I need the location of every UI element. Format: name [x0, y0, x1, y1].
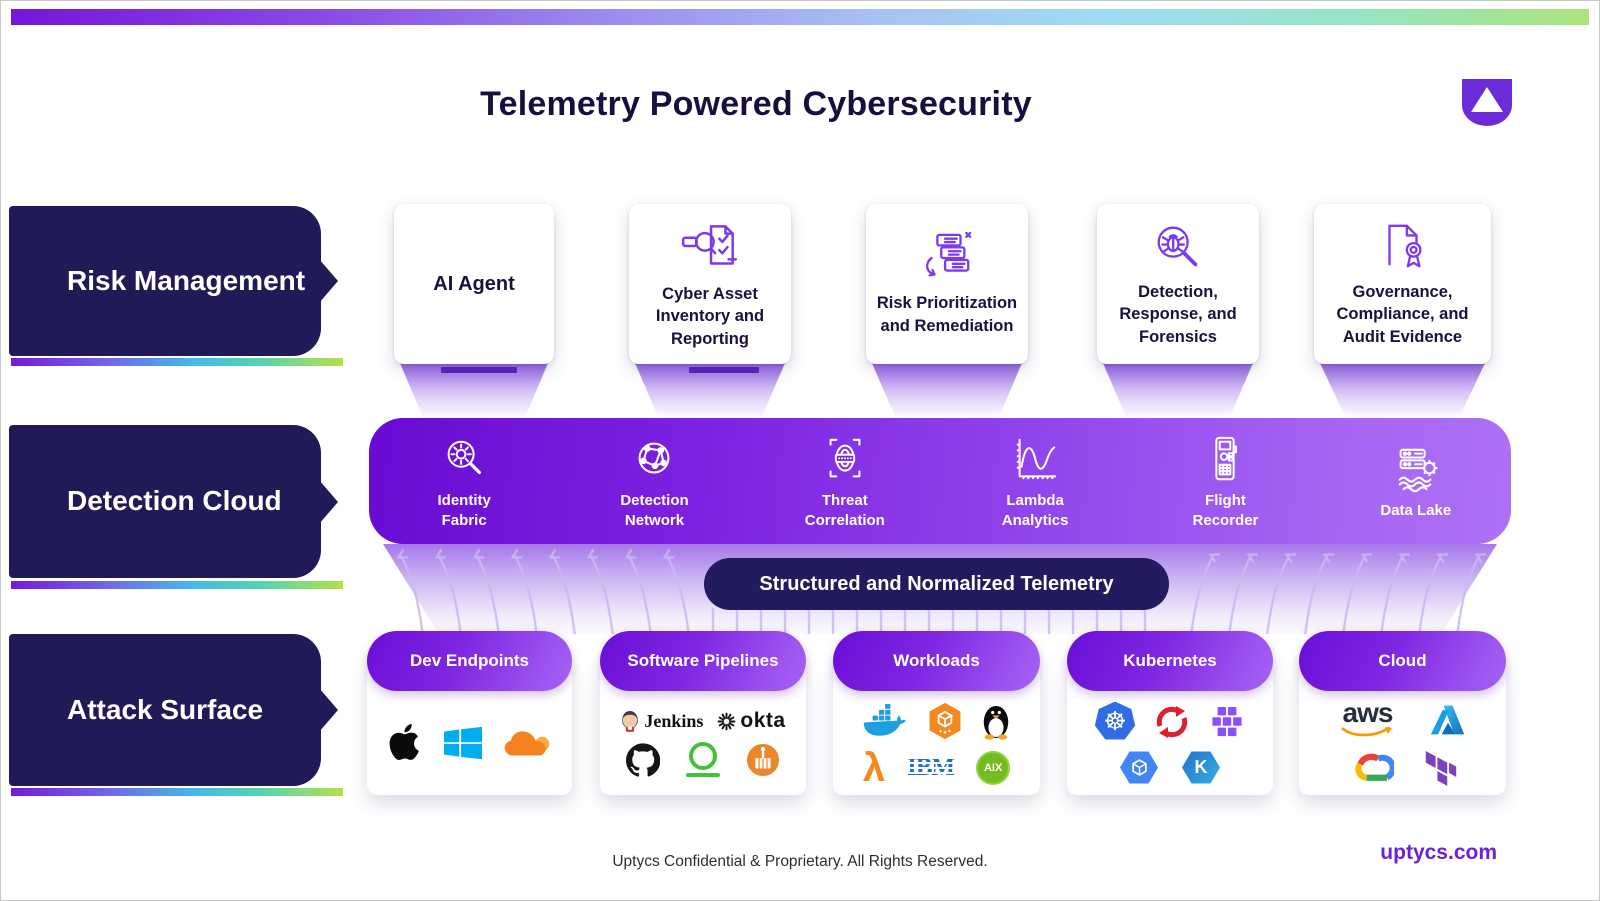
gear-magnifier-icon [447, 440, 482, 474]
attack-card-kubernetes: Kubernetes ☸ [1067, 631, 1273, 795]
card-ai-agent: AI Agent [394, 204, 554, 364]
workloads-header: Workloads [833, 631, 1040, 691]
funnel-connector [1103, 363, 1253, 419]
cloud-header: Cloud [1299, 631, 1506, 691]
green-ring-logo-icon [686, 742, 720, 777]
gradient-underline [11, 788, 343, 796]
ibm-logo: IBM [907, 753, 955, 782]
attack-card-cloud: Cloud aws [1299, 631, 1506, 795]
bug-magnifier-icon [1157, 226, 1198, 267]
card-governance-compliance: Governance, Compliance, and Audit Eviden… [1314, 204, 1491, 364]
detection-cloud-label: Detection Cloud [67, 485, 282, 517]
waveform-chart-icon [1016, 438, 1057, 480]
jenkins-butler-icon [622, 711, 639, 732]
okta-logo: okta [717, 709, 785, 733]
azure-logo-icon [1430, 705, 1464, 734]
attack-card-software-pipelines: Software Pipelines Jenkins [600, 631, 806, 795]
uptycs-logo-icon [1462, 79, 1512, 127]
windows-logo-icon [443, 726, 482, 760]
band-item-data-lake: Data Lake [1321, 418, 1511, 544]
band-item-detection-network: Detection Network [559, 418, 749, 544]
openshift-logo-icon [1156, 705, 1188, 738]
card-cyber-asset-inventory: Cyber Asset Inventory and Reporting [629, 204, 791, 364]
attack-card-dev-endpoints: Dev Endpoints [367, 631, 572, 795]
terraform-logo-icon [1425, 751, 1456, 786]
aws-logo: aws [1340, 699, 1396, 740]
software-pipelines-header: Software Pipelines [600, 631, 806, 691]
band-item-identity-fabric: Identity Fabric [369, 418, 559, 544]
server-waves-icon [1398, 448, 1438, 493]
uptycs-website-link[interactable]: uptycs.com [1380, 841, 1497, 864]
google-gke-logo-icon [1120, 751, 1158, 784]
ibm-aix-logo: AIX [976, 750, 1011, 785]
telemetry-pill: Structured and Normalized Telemetry [704, 558, 1169, 610]
aws-smile-icon [1341, 727, 1392, 737]
sidebar-item-attack-surface: Attack Surface [9, 634, 321, 786]
amazon-ecs-logo-icon [929, 702, 960, 739]
detection-cloud-band: Identity Fabric Detection Network Threat… [369, 418, 1511, 544]
telemetry-up-arrows [396, 548, 1486, 634]
network-globe-icon [639, 442, 670, 474]
cloudflare-logo-icon [504, 731, 549, 756]
card-detection-response-forensics: Detection, Response, and Forensics [1097, 204, 1259, 364]
azure-aks-logo-icon: K [1182, 751, 1220, 784]
dev-endpoints-header: Dev Endpoints [367, 631, 572, 691]
apple-logo-icon [389, 724, 419, 760]
top-gradient-bar [11, 9, 1589, 25]
band-item-lambda-analytics: Lambda Analytics [940, 418, 1130, 544]
gradient-underline [11, 581, 343, 589]
google-cloud-logo-icon [1354, 753, 1394, 781]
fingerprint-scan-icon [829, 438, 861, 478]
prioritized-list-icon [926, 232, 972, 277]
sidebar-item-detection-cloud: Detection Cloud [9, 425, 321, 578]
voice-recorder-icon [1215, 436, 1238, 480]
attack-surface-label: Attack Surface [67, 693, 264, 725]
card-tab [689, 367, 759, 373]
funnel-connector [1320, 363, 1485, 419]
certified-document-icon [1387, 224, 1422, 268]
funnel-connector [872, 363, 1022, 419]
okta-starburst-icon [718, 712, 736, 730]
band-item-flight-recorder: Flight Recorder [1130, 418, 1320, 544]
asset-inventory-icon [681, 225, 738, 265]
card-risk-prioritization: Risk Prioritization and Remediation [866, 204, 1028, 364]
docker-logo-icon [863, 703, 905, 736]
kubernetes-header: Kubernetes [1067, 631, 1273, 691]
github-logo-icon [626, 742, 660, 777]
gradient-underline [11, 358, 343, 366]
band-item-threat-correlation: Threat Correlation [750, 418, 940, 544]
card-tab [441, 367, 517, 373]
cargo-crate-logo-icon [746, 743, 780, 776]
amazon-eks-logo-icon [1212, 706, 1242, 736]
confidential-footer: Uptycs Confidential & Proprietary. All R… [612, 853, 988, 870]
risk-management-label: Risk Management [67, 264, 306, 296]
page-title: Telemetry Powered Cybersecurity [480, 85, 1032, 123]
aws-lambda-logo-icon: λ [862, 745, 886, 790]
attack-card-workloads: Workloads [833, 631, 1040, 795]
linux-tux-logo-icon [983, 705, 1008, 740]
jenkins-logo: Jenkins [620, 709, 703, 733]
kubernetes-logo-icon: ☸ [1094, 701, 1136, 740]
sidebar-item-risk-management: Risk Management [9, 206, 321, 356]
